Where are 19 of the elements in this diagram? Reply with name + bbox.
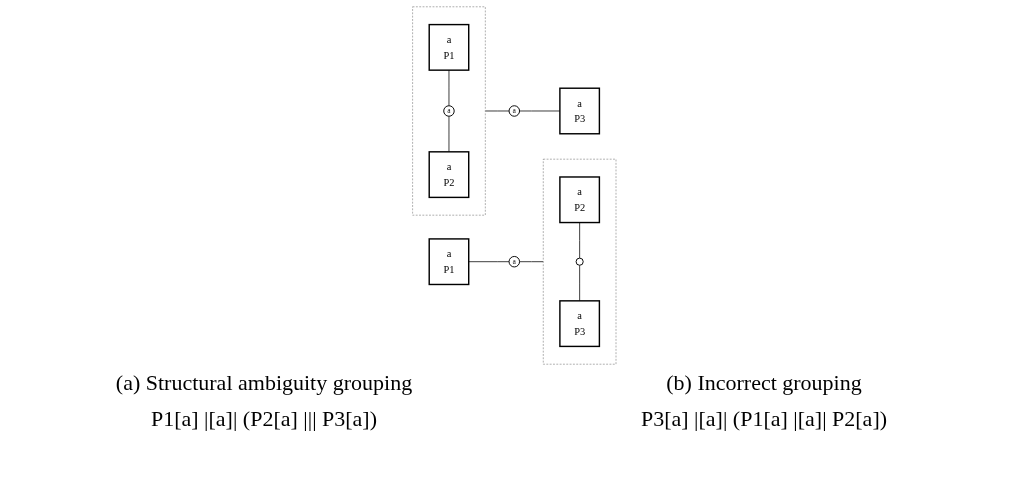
caption-text: P1[a] |[a]| (P2[a] ||| P3[a]) (149, 406, 379, 432)
caption-text: P3[a] |[a]| (P1[a] |[a]| P2[a]) (639, 406, 889, 432)
connector (448, 115, 450, 152)
node-box: a P1 (428, 23, 470, 71)
caption-text: (b) Incorrect grouping (665, 370, 863, 396)
node-box: a P1 (428, 237, 470, 285)
node-box: a P3 (558, 299, 600, 347)
connector (448, 69, 450, 106)
node-box: a P2 (428, 150, 470, 198)
node-circle (575, 257, 584, 266)
cluster (542, 158, 616, 364)
connector (578, 264, 580, 301)
cluster (412, 6, 486, 215)
connector (578, 221, 580, 259)
caption-text: (a) Structural ambiguity grouping (114, 370, 414, 396)
node-box: a P2 (558, 175, 600, 223)
connector (484, 110, 510, 111)
connector (518, 260, 544, 262)
node-box: a P3 (558, 87, 600, 134)
